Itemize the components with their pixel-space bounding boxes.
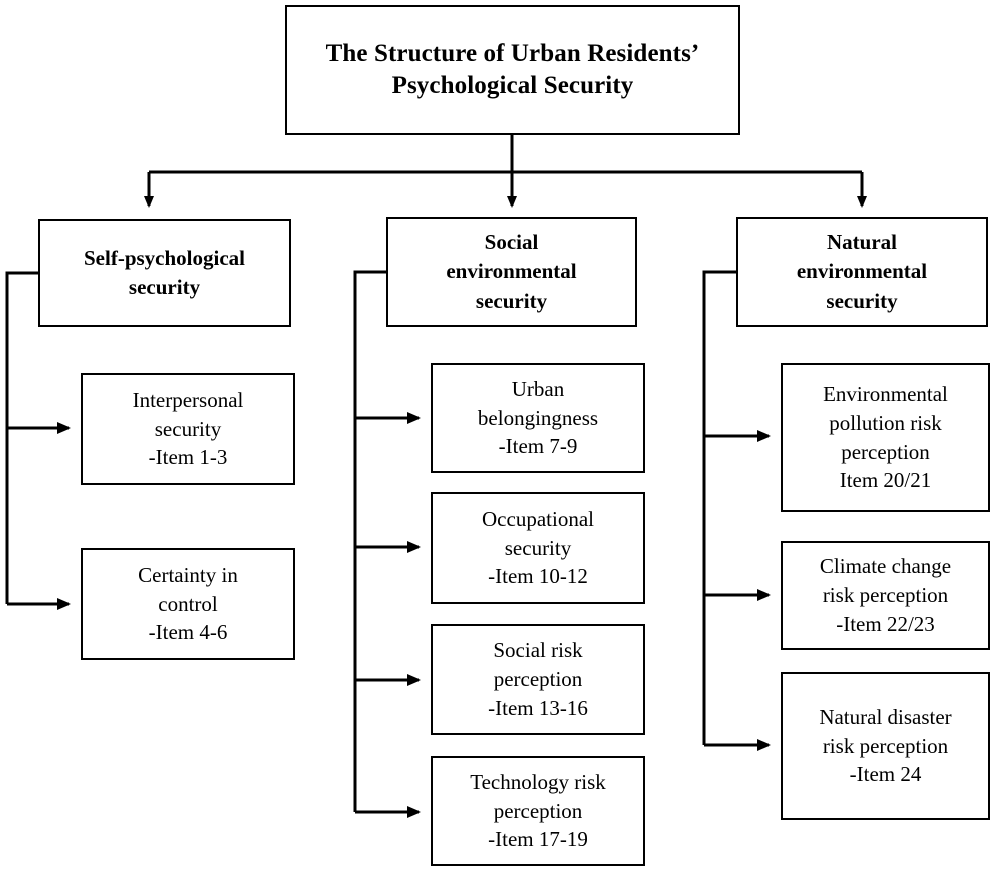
node-urban-belongingness-label: Urban belongingness -Item 7-9 xyxy=(477,376,599,459)
node-technology-risk-perception: Technology risk perception -Item 17-19 xyxy=(431,756,645,866)
node-natural-environmental-security: Natural environmental security xyxy=(736,217,988,327)
node-certainty-in-control: Certainty in control -Item 4-6 xyxy=(81,548,295,660)
spine-natural-environmental xyxy=(702,270,736,745)
node-urban-belongingness: Urban belongingness -Item 7-9 xyxy=(431,363,645,473)
node-certainty-in-control-label: Certainty in control -Item 4-6 xyxy=(138,562,238,645)
node-social-environmental-security: Social environmental security xyxy=(386,217,637,327)
node-climate-change-risk-perception-label: Climate change risk perception -Item 22/… xyxy=(819,554,952,636)
node-environmental-pollution-risk-perception: Environmental pollution risk perception … xyxy=(781,363,990,512)
node-natural-environmental-security-label: Natural environmental security xyxy=(796,229,928,313)
node-natural-disaster-risk-perception-label: Natural disaster risk perception -Item 2… xyxy=(819,704,952,787)
node-environmental-pollution-risk-perception-label: Environmental pollution risk perception … xyxy=(823,381,948,493)
node-occupational-security: Occupational security -Item 10-12 xyxy=(431,492,645,604)
node-occupational-security-label: Occupational security -Item 10-12 xyxy=(482,506,594,589)
node-social-risk-perception-label: Social risk perception -Item 13-16 xyxy=(488,638,588,720)
spine-self-psychological xyxy=(5,271,38,604)
node-self-psychological-security-label: Self-psychological security xyxy=(84,245,245,299)
node-interpersonal-security-label: Interpersonal security -Item 1-3 xyxy=(132,387,244,470)
node-social-environmental-security-label: Social environmental security xyxy=(446,229,577,313)
node-root-title-label: The Structure of Urban Residents’ Psycho… xyxy=(325,39,700,100)
node-natural-disaster-risk-perception: Natural disaster risk perception -Item 2… xyxy=(781,672,990,820)
node-technology-risk-perception-label: Technology risk perception -Item 17-19 xyxy=(470,769,606,852)
node-self-psychological-security: Self-psychological security xyxy=(38,219,291,327)
node-climate-change-risk-perception: Climate change risk perception -Item 22/… xyxy=(781,541,990,650)
node-interpersonal-security: Interpersonal security -Item 1-3 xyxy=(81,373,295,485)
node-root-title: The Structure of Urban Residents’ Psycho… xyxy=(285,5,740,135)
node-social-risk-perception: Social risk perception -Item 13-16 xyxy=(431,624,645,735)
spine-social-environmental xyxy=(353,270,386,812)
